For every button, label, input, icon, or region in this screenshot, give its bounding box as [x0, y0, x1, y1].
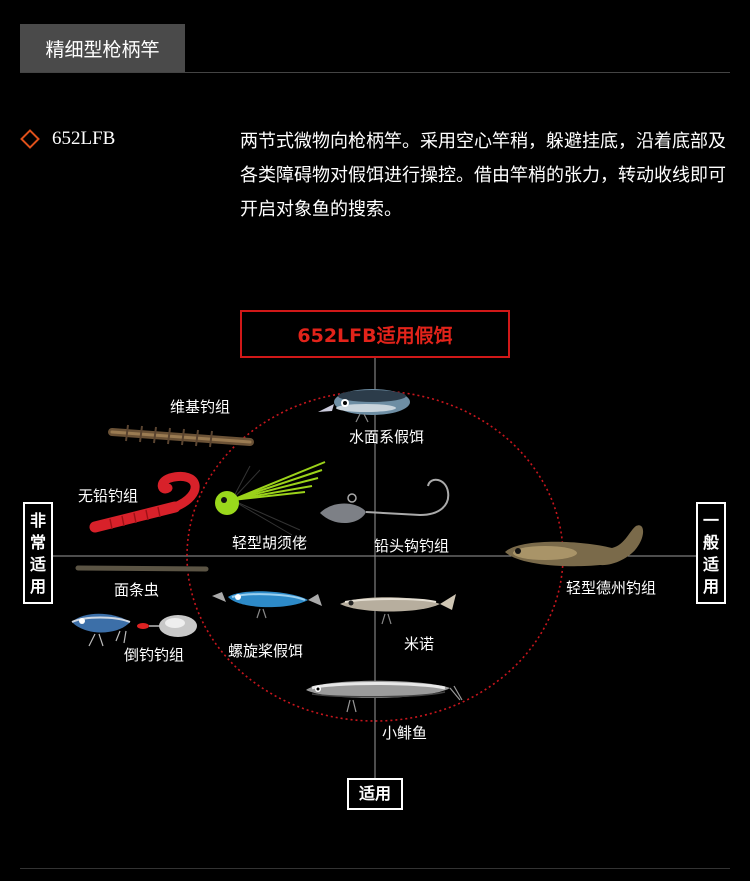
weiji-lure-image	[108, 424, 254, 448]
lure-label-luoxuan: 螺旋桨假饵	[228, 642, 304, 660]
section-title: 精细型枪柄竿	[20, 24, 185, 72]
axis-label-very-suitable: 非常适用	[23, 502, 53, 604]
miantiao-lure-image	[75, 565, 209, 572]
lure-label-qiantou: 铅头钩钓组	[374, 537, 450, 555]
axis-label-suitable: 适用	[347, 778, 403, 810]
daodiao-lure-image	[71, 613, 197, 647]
xiaofei-lure-image	[306, 680, 463, 713]
lure-label-shuimian: 水面系假饵	[349, 428, 425, 446]
shuimian-lure-image	[318, 389, 410, 423]
product-description: 两节式微物向枪柄竿。采用空心竿稍，躲避挂底，沿着底部及各类障碍物对假饵进行操控。…	[240, 131, 726, 220]
axis-label-generally-suitable: 一般适用	[696, 502, 726, 604]
chart-title: 652LFB适用假饵	[240, 310, 510, 358]
section-header: 精细型枪柄竿	[20, 24, 730, 73]
qiantou-lure-image	[320, 478, 450, 524]
lure-label-xiaofei: 小鲱鱼	[382, 724, 428, 742]
lure-label-minuo: 米诺	[404, 635, 435, 653]
model-name: 652LFB	[52, 128, 116, 149]
minuo-lure-image	[340, 594, 456, 625]
lure-label-daodiao: 倒钓钓组	[124, 646, 185, 664]
wuqian-lure-image	[89, 472, 200, 533]
huxu-lure-image	[215, 461, 326, 536]
lure-label-wuqian: 无铅钓组	[78, 487, 139, 505]
bottom-divider	[20, 868, 730, 869]
dezhou-lure-image	[505, 525, 644, 567]
model-row: 652LFB	[20, 128, 115, 150]
lure-label-weiji: 维基钓组	[170, 398, 231, 416]
lure-label-huxu: 轻型胡须佬	[232, 534, 308, 552]
luoxuan-lure-image	[212, 591, 322, 619]
lure-label-miantiao: 面条虫	[114, 581, 160, 599]
lure-label-dezhou: 轻型德州钓组	[566, 579, 657, 597]
